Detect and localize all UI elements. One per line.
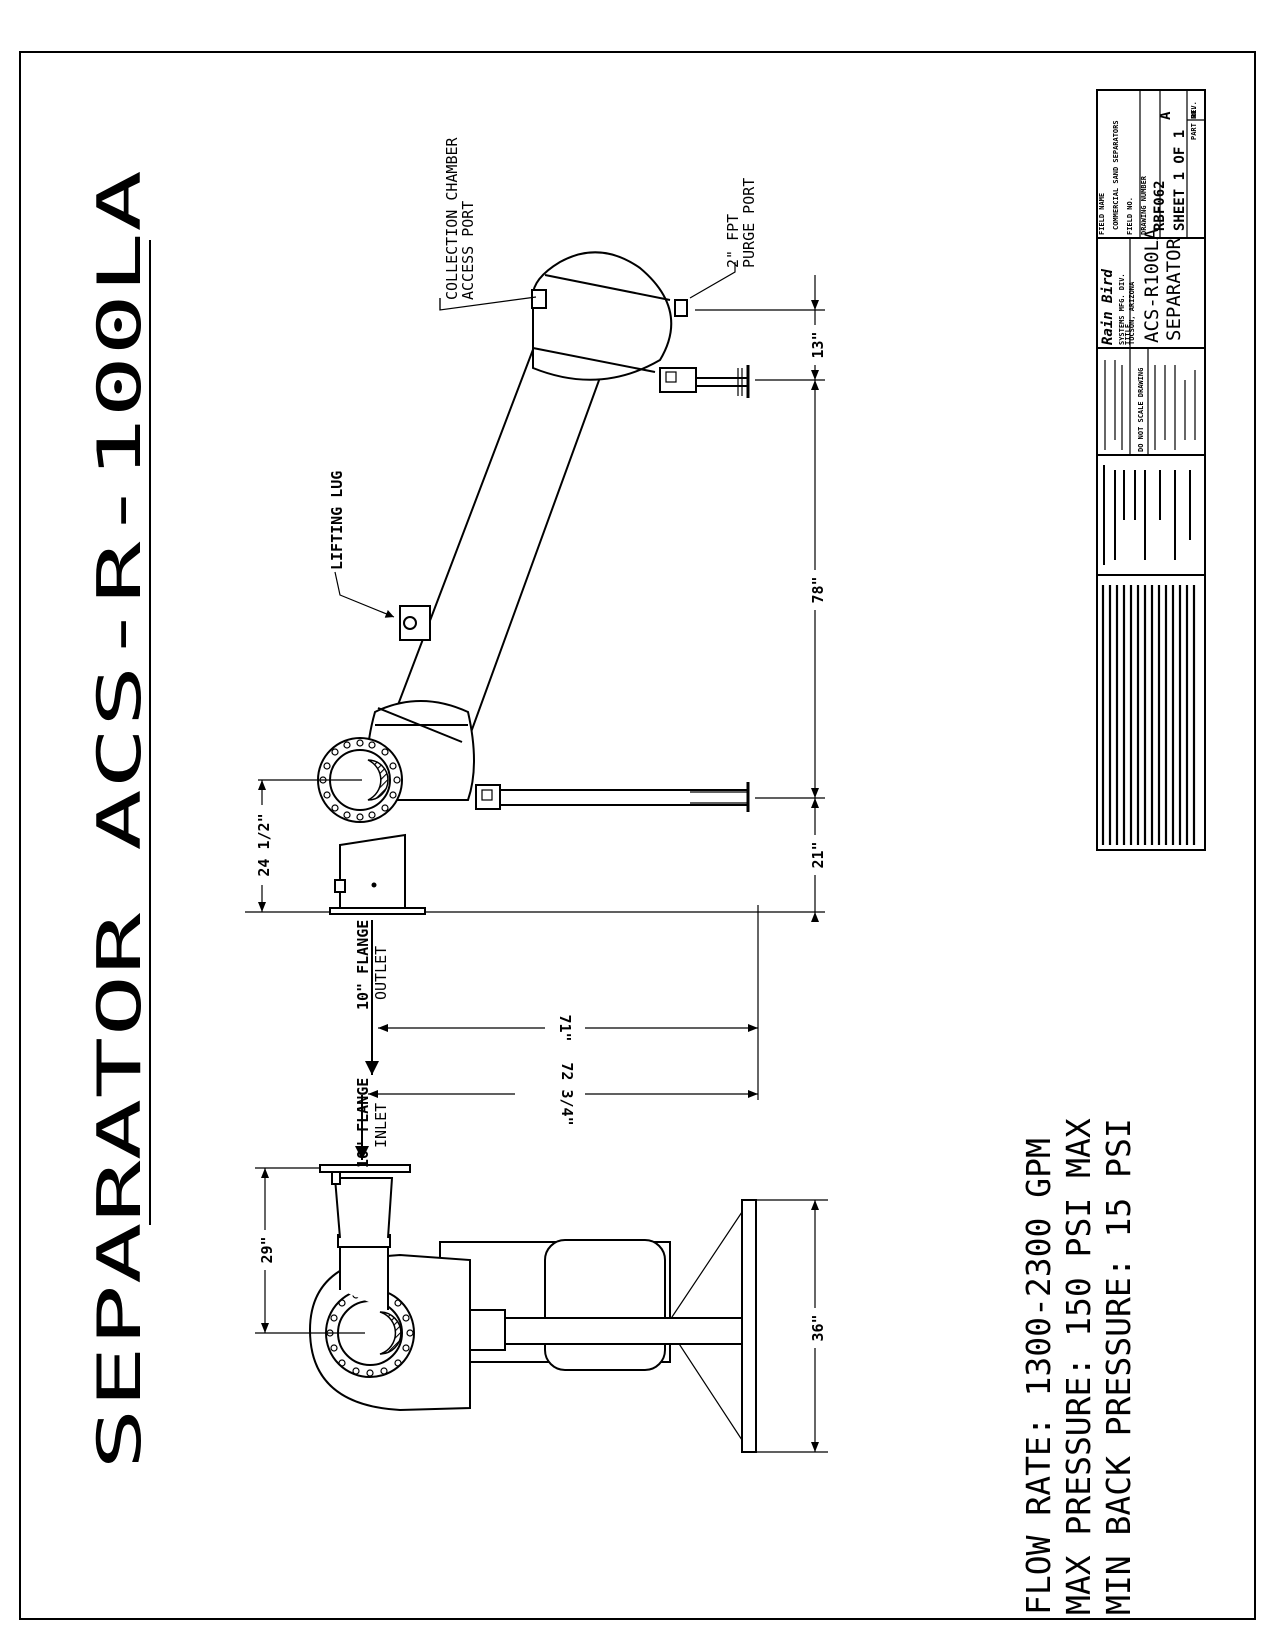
dimension-36: 36" (755, 1199, 828, 1453)
tb-rev-label: REV. (1190, 101, 1198, 118)
purge-port (674, 299, 688, 317)
tb-company: Rain Bird (1100, 269, 1116, 345)
label-purge-fpt: 2" FPT (724, 214, 742, 268)
label-access-port: ACCESS PORT (459, 201, 477, 300)
separator-side-view (317, 251, 750, 915)
front-base-plate (741, 1199, 757, 1453)
label-inlet-flange: 10" FLANGE (354, 1078, 372, 1168)
spec-max-pressure: MAX PRESSURE: 150 PSI MAX (1059, 1118, 1098, 1615)
tb-field-no-label: FIELD NO. (1126, 197, 1134, 235)
collection-chamber (531, 251, 673, 381)
tb-part-title-1: ACS-R100LA (1141, 228, 1163, 343)
dim-72-three-quarter: 72 3/4" (558, 1062, 576, 1125)
label-inlet: INLET (372, 1103, 390, 1148)
specifications: FLOW RATE: 1300-2300 GPM MAX PRESSURE: 1… (1019, 1118, 1138, 1615)
tb-part-no-label: PART NO. (1190, 106, 1198, 140)
tb-company-sub-1: SYSTEMS MFG. DIV. (1118, 273, 1126, 345)
tb-part-title-2: SEPARATOR (1163, 237, 1185, 341)
tb-field-name-label: FIELD NAME (1098, 193, 1106, 235)
dim-13: 13" (809, 331, 827, 358)
label-collection-chamber: COLLECTION CHAMBER (443, 136, 461, 300)
dim-36: 36" (809, 1314, 827, 1341)
tb-drawing-number: RBF062 (1152, 180, 1168, 231)
label-outlet: OUTLET (372, 946, 390, 1000)
sheet-border (19, 51, 1256, 1620)
label-outlet-flange: 10" FLANGE (354, 920, 372, 1010)
tb-field-name: COMMERCIAL SAND SEPARATORS (1112, 120, 1120, 230)
access-port (531, 289, 547, 309)
front-tank-lower (544, 1239, 666, 1371)
front-leg (471, 1317, 743, 1345)
title-block: FIELD NAME COMMERCIAL SAND SEPARATORS FI… (1096, 89, 1206, 851)
tb-drawing-number-label: DRAWING NUMBER (1140, 175, 1148, 235)
spec-min-back-pressure: MIN BACK PRESSURE: 15 PSI (1099, 1118, 1138, 1615)
label-purge-port: PURGE PORT (740, 178, 758, 268)
callout-lifting-lug: LIFTING LUG (328, 471, 395, 618)
tb-rev: A (1158, 111, 1174, 120)
tb-title-label: TITLE (1124, 324, 1132, 345)
callout-inlet: 10" FLANGE INLET (354, 1078, 390, 1168)
dim-78: 78" (809, 576, 827, 603)
drawing-title-text: SEPARATOR ACS-R-100LA (85, 170, 155, 1470)
label-lifting-lug: LIFTING LUG (328, 471, 346, 570)
outlet-flange-plate (329, 907, 426, 915)
dim-24-half: 24 1/2" (255, 813, 273, 876)
support-leg-middle (475, 784, 501, 810)
callout-purge-port: 2" FPT PURGE PORT (689, 178, 758, 299)
dimension-24-half: 24 1/2" (245, 779, 362, 913)
outlet-elbow (339, 833, 406, 913)
tb-no-scale: DO NOT SCALE DRAWING (1137, 368, 1145, 452)
tb-company-sub-2: TUCSON, ARIZONA (1128, 281, 1136, 345)
callout-outlet: 10" FLANGE OUTLET (354, 920, 390, 1075)
tb-sheet: SHEET 1 OF 1 (1172, 130, 1188, 231)
dimension-heights: 71" 72 3/4" (368, 905, 759, 1126)
spec-flow-rate: FLOW RATE: 1300-2300 GPM (1019, 1138, 1058, 1615)
dim-29: 29" (258, 1236, 276, 1263)
dim-71: 71" (556, 1014, 574, 1041)
dimension-29: 29" (255, 1167, 365, 1334)
dimension-chain-right: 13" 78" 21" (425, 275, 827, 922)
callout-collection-port: COLLECTION CHAMBER ACCESS PORT (439, 136, 537, 311)
dim-21: 21" (809, 841, 827, 868)
drawing-title: SEPARATOR ACS-R-100LA (85, 170, 155, 1470)
separator-front-view (308, 1164, 757, 1453)
